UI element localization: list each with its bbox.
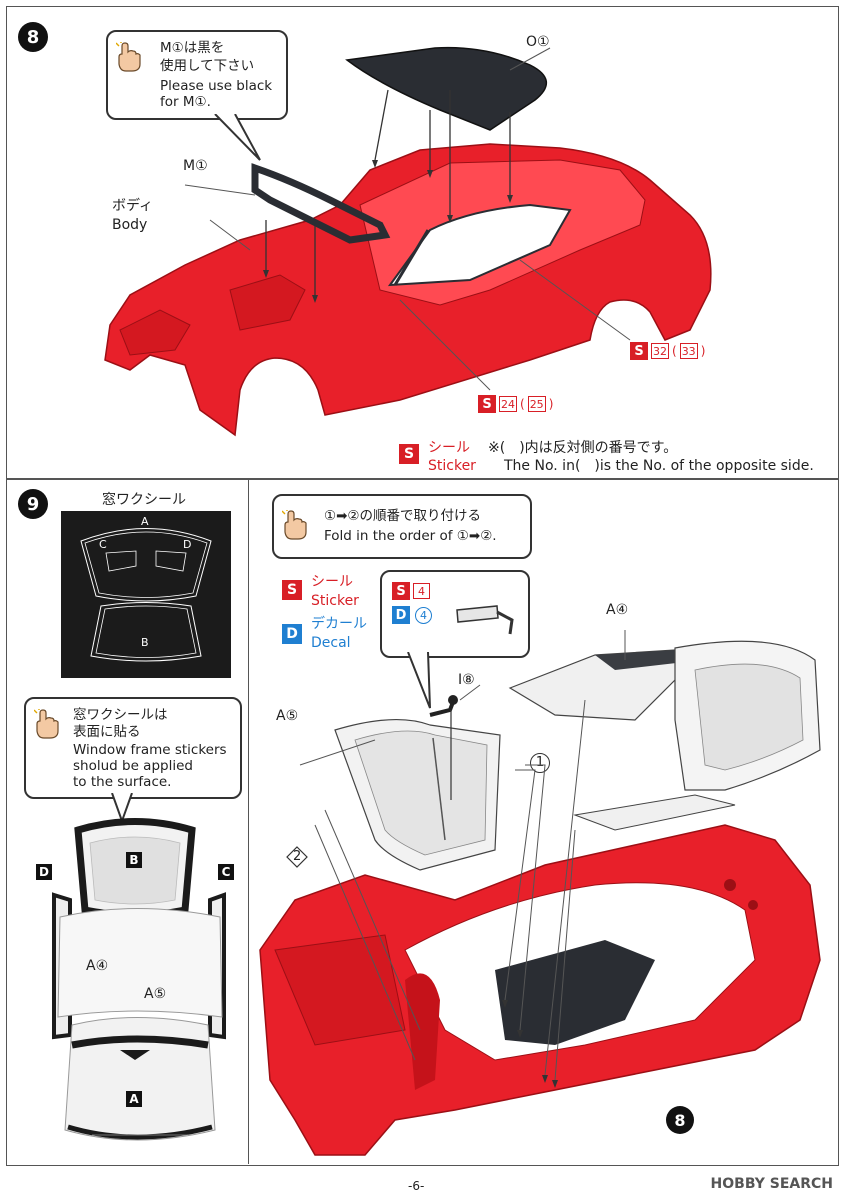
sheet-letter-b: B — [141, 636, 149, 649]
label9-i8: I⑧ — [458, 672, 475, 688]
legend9-decal-icon: D — [282, 624, 302, 644]
sheet-letter-c: C — [99, 538, 107, 551]
fold-step-2-diamond — [286, 846, 308, 868]
callout-surface-en1: Window frame stickers — [73, 742, 227, 758]
legend9-decal-en: Decal — [311, 635, 351, 651]
mirror-callout-pointer — [407, 652, 431, 709]
pointing-hand-icon — [282, 510, 307, 540]
step9-callout-fold: ①➡②の順番で取り付ける Fold in the order of ①➡②. — [272, 494, 532, 559]
callout-fold-jp: ①➡②の順番で取り付ける — [324, 508, 482, 524]
step8-section — [6, 6, 839, 480]
mirror-decal-row: D 4 — [392, 606, 432, 624]
callout-black-en2: for M①. — [160, 94, 211, 110]
glass-pieces-diagram — [52, 818, 226, 1141]
mirror-s-number: 4 — [413, 583, 430, 599]
callout-black-en1: Please use black — [160, 78, 273, 94]
sticker-24-label: S 24 ( 25 ) — [478, 395, 553, 413]
mirror-sticker-row: S 4 — [392, 582, 430, 600]
label-body-jp: ボディ — [112, 198, 154, 214]
step8-reference-badge: 8 — [666, 1106, 694, 1134]
legend-sticker-en: Sticker — [428, 458, 476, 474]
window-sticker-title: 窓ワクシール — [102, 492, 186, 508]
sheet-letter-d: D — [183, 538, 192, 551]
callout-black-jp2: 使用して下さい — [160, 58, 255, 74]
glass-label-a4: A④ — [86, 958, 109, 974]
callout-surface-jp1: 窓ワクシールは — [73, 707, 168, 723]
legend-sticker-icon: S — [399, 444, 419, 464]
legend-note-jp: ※( )内は反対側の番号です。 — [488, 440, 678, 456]
legend9-sticker-icon: S — [282, 580, 302, 600]
mirror-part — [456, 605, 514, 635]
label9-a4: A④ — [606, 602, 629, 618]
legend9-sticker-en: Sticker — [311, 593, 359, 609]
callout-fold-en: Fold in the order of ①➡②. — [324, 528, 497, 544]
step9-divider — [248, 478, 249, 1164]
glass-letter-a: A — [126, 1091, 142, 1107]
step8-callout-black: M①は黒を 使用して下さい Please use black for M①. — [106, 30, 288, 120]
mirror-s-icon: S — [392, 582, 410, 600]
glass-letter-d: D — [36, 864, 52, 880]
window-sticker-sheet: A C D B — [61, 511, 231, 678]
fold-step-2-number: 2 — [293, 849, 302, 864]
label-body-en: Body — [112, 217, 148, 233]
watermark-text: HOBBY SEARCH — [710, 1176, 833, 1192]
mirror-d-number: 4 — [415, 606, 432, 624]
sticker-32-label: S 32 ( 33 ) — [630, 342, 705, 360]
glass-letter-b: B — [126, 852, 142, 868]
glass-letter-c: C — [218, 864, 234, 880]
legend9-decal-jp: デカール — [311, 616, 367, 632]
fold-step-1-number: 1 — [530, 752, 550, 773]
car-body-step8 — [104, 46, 712, 437]
sticker-24: 24 — [499, 396, 517, 412]
fold-step-1: 1 — [528, 752, 550, 773]
pointing-hand-icon — [34, 709, 59, 739]
sticker-32: 32 — [651, 343, 669, 359]
pointing-hand-icon — [116, 42, 141, 72]
label-m1: M① — [183, 158, 208, 174]
sticker-s-icon: S — [630, 342, 648, 360]
step9-callout-mirror: S 4 D 4 — [380, 570, 530, 658]
page-number: -6- — [408, 1179, 425, 1193]
mirror-d-icon: D — [392, 606, 410, 624]
legend-sticker-jp: シール — [428, 440, 470, 456]
label-o1: O① — [526, 34, 550, 50]
sticker-25: 25 — [527, 396, 546, 412]
step9-section — [6, 478, 839, 1166]
callout-black-pointer — [214, 114, 261, 161]
sheet-letter-a: A — [141, 515, 149, 528]
step9-number: 9 — [18, 489, 48, 519]
label9-a5: A⑤ — [276, 708, 299, 724]
callout-surface-en3: to the surface. — [73, 774, 172, 790]
car-body-step9 — [259, 630, 821, 1156]
sticker-33: 33 — [679, 343, 698, 359]
callout-surface-jp2: 表面に貼る — [73, 724, 141, 740]
legend-note-en: The No. in( )is the No. of the opposite … — [504, 458, 814, 474]
glass-label-a5: A⑤ — [144, 986, 167, 1002]
hobby-search-watermark: HOBBY SEARCH — [711, 1176, 833, 1192]
window-sticker-outline — [80, 528, 212, 662]
step9-callout-surface: 窓ワクシールは 表面に貼る Window frame stickers shol… — [24, 697, 242, 799]
callout-black-jp1: M①は黒を — [160, 40, 225, 56]
step8-number: 8 — [18, 22, 48, 52]
callout-surface-en2: sholud be applied — [73, 758, 193, 774]
sticker-s-icon: S — [478, 395, 496, 413]
legend9-sticker-jp: シール — [311, 574, 353, 590]
